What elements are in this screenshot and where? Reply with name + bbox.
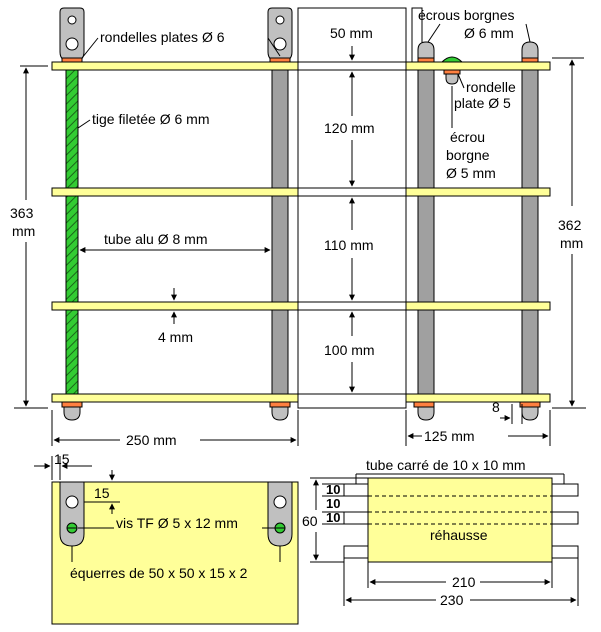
cap-nut-5-label-1: écrou [450, 129, 485, 145]
front-view: 50 mm 120 mm 110 mm 100 mm rondelles pla… [10, 7, 407, 448]
width-front-label: 250 mm [126, 432, 177, 448]
height-right-value: 362 [558, 217, 582, 233]
gap-label-1: 50 mm [330, 25, 373, 41]
side-tube-left [417, 67, 435, 395]
cap-nut-bottom-left [63, 406, 81, 421]
square-tube-label: tube carré de 10 x 10 mm [366, 457, 526, 473]
washer-top-left [61, 57, 83, 63]
riser-label: réhausse [430, 527, 488, 543]
side-shelf-2 [405, 187, 551, 197]
shelf-2 [51, 187, 299, 197]
height-right-unit: mm [560, 235, 583, 251]
alu-tube-right [271, 67, 289, 395]
thickness-label: 4 mm [158, 329, 193, 345]
shelf-4 [51, 393, 299, 403]
cap-nut-top-left [417, 41, 435, 59]
gap-label-4: 100 mm [324, 342, 375, 358]
washer-top-right [269, 57, 291, 63]
threaded-rod [65, 67, 79, 395]
bracket-right [267, 481, 293, 547]
bracket-15-v-label: 15 [94, 485, 110, 501]
flat-washers-label: rondelles plates Ø 6 [100, 29, 225, 45]
hanging-bracket-left [59, 7, 85, 63]
dim-230: 230 [440, 592, 464, 608]
bracket-detail: 15 15 vis TF Ø 5 x 12 mm équerres de 50 … [34, 451, 299, 625]
dim-10-a: 10 [326, 482, 340, 497]
cap-nut-top-right [521, 41, 539, 59]
screw-label: vis TF Ø 5 x 12 mm [116, 515, 238, 531]
shelf-1 [51, 61, 299, 71]
cap-nut-bottom-right [271, 406, 289, 421]
dim-60: 60 [302, 513, 318, 529]
washer-5-label-1: rondelle [466, 79, 516, 95]
offset-label: 8 [492, 399, 500, 415]
gap-label-3: 110 mm [324, 237, 374, 253]
hanging-bracket-right [267, 7, 293, 63]
side-tube-right [521, 67, 539, 395]
cap-nut-5 [445, 73, 459, 85]
dim-10-c: 10 [326, 510, 340, 525]
washer-5-label-2: plate Ø 5 [454, 95, 511, 111]
dim-210: 210 [452, 574, 476, 590]
dim-10-b: 10 [326, 496, 340, 511]
riser-detail: réhausse tube carré de 10 x 10 mm 10 10 … [302, 457, 579, 608]
width-side-label: 125 mm [424, 428, 475, 444]
height-left-value: 363 [10, 205, 34, 221]
side-shelf-1 [405, 61, 551, 71]
bracket-15-h-label: 15 [54, 451, 70, 467]
washer-bottom-left [61, 401, 83, 408]
height-left-unit: mm [12, 223, 35, 239]
cap-nut-5-label-2: borgne [446, 147, 490, 163]
threaded-rod-label: tige filetée Ø 6 mm [92, 111, 210, 127]
shelf-3 [51, 301, 299, 311]
cap-nut-5-label-3: Ø 5 mm [446, 165, 496, 181]
side-view: écrous borgnes Ø 6 mm rondelle plate Ø 5… [405, 7, 586, 446]
cap-nuts-label: écrous borgnes [418, 7, 515, 23]
bracket-left [59, 481, 85, 547]
side-shelf-3 [405, 301, 551, 311]
bracket-plank [51, 481, 299, 625]
alu-tube-label: tube alu Ø 8 mm [104, 231, 208, 247]
screw-5-head [440, 56, 464, 63]
washer-5 [443, 69, 461, 75]
gap-label-2: 120 mm [324, 120, 375, 136]
side-shelf-4 [405, 393, 551, 403]
riser-block [367, 477, 553, 563]
bracket-label: équerres de 50 x 50 x 15 x 2 [70, 565, 248, 581]
washer-bottom-right [269, 401, 291, 408]
cap-nuts-size-label: Ø 6 mm [464, 25, 514, 41]
